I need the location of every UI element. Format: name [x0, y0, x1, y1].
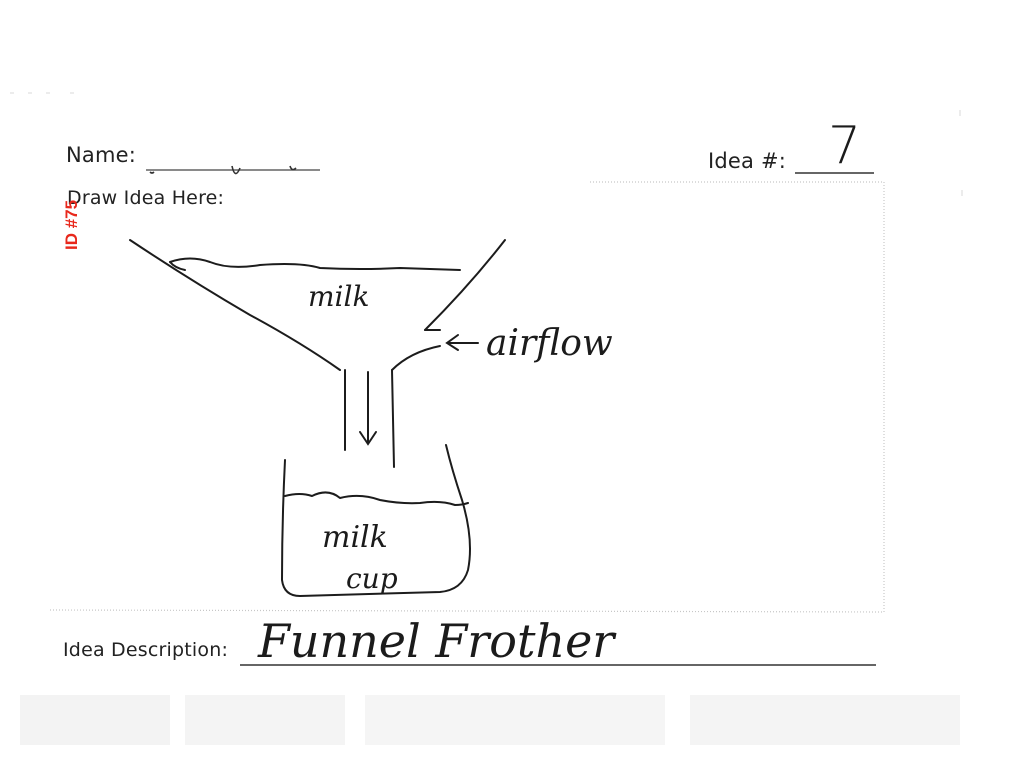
airflow-arrow	[445, 334, 479, 351]
idea-number-value: 7	[828, 116, 862, 176]
flow-arrow	[359, 371, 377, 446]
redacted-name-marks	[149, 165, 297, 175]
funnel	[129, 239, 506, 468]
draw-idea-label: Draw Idea Here:	[67, 187, 225, 209]
airflow-label: airflow	[486, 323, 613, 364]
name-label: Name:	[66, 143, 137, 167]
bleed-through-1	[20, 695, 170, 745]
scan-marks	[10, 92, 963, 196]
funnel-milk-surface	[169, 257, 461, 271]
idea-description-value: Funnel Frother	[258, 614, 615, 668]
cup-milk-label: milk	[322, 520, 388, 555]
cup	[281, 444, 471, 597]
idea-description-label: Idea Description:	[63, 639, 229, 661]
bleed-through-4	[690, 695, 960, 745]
bleed-through-2	[185, 695, 345, 745]
funnel-milk-label: milk	[308, 280, 370, 313]
cup-label: cup	[346, 562, 398, 595]
cup-milk-surface	[284, 491, 469, 506]
idea-number-label: Idea #:	[708, 149, 787, 173]
bleed-through-3	[365, 695, 665, 745]
drawing-area-box	[49, 181, 885, 613]
